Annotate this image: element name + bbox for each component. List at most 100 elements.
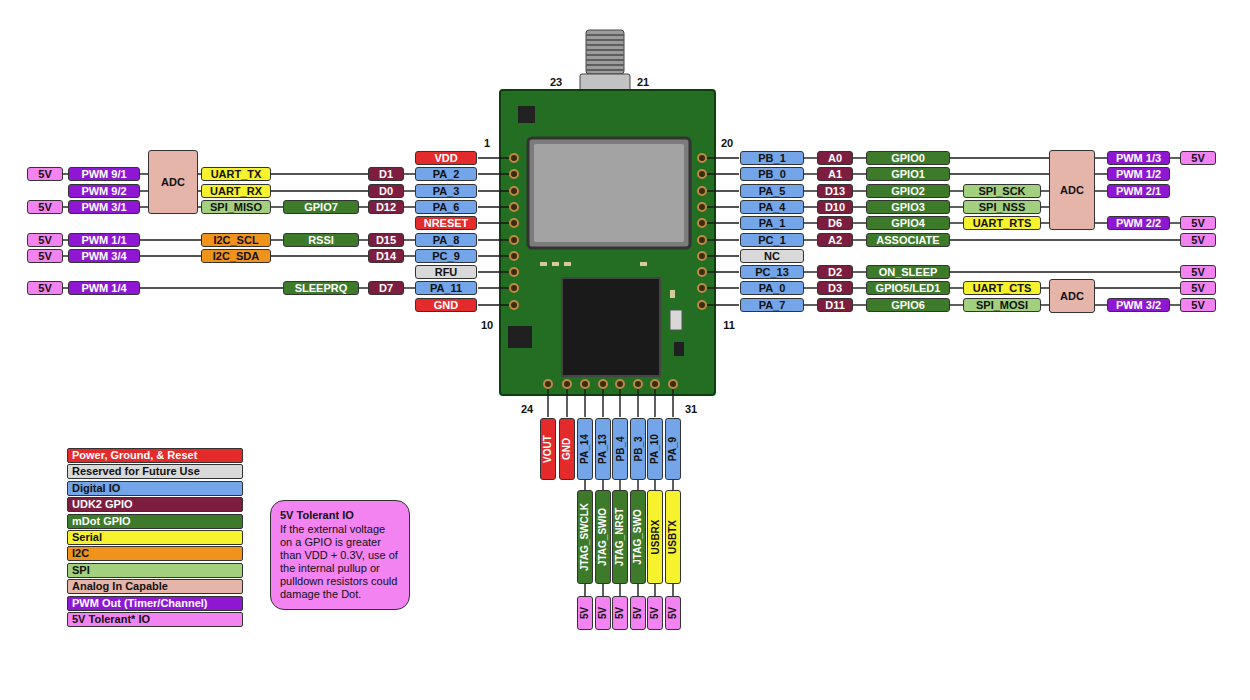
box-text: 5V Tolerant IO	[280, 509, 400, 522]
box-text: PWM 1/1	[81, 234, 126, 247]
box-text: ADC	[161, 176, 185, 189]
box-text: JTAG_SWIO	[597, 508, 609, 566]
signal-line	[804, 190, 817, 191]
box-text: GPIO0	[891, 152, 925, 165]
box-text: UART_RX	[210, 185, 262, 198]
box-text: PB_0	[758, 168, 786, 181]
pwm-box: PWM 3/1	[68, 200, 140, 214]
mdot-gpio-box: GPIO4	[866, 216, 950, 230]
pin-pad	[510, 236, 518, 244]
power-pin-box: NRESET	[415, 216, 477, 230]
legend-text: Power, Ground, & Reset	[72, 449, 197, 462]
signal-line	[404, 255, 415, 256]
reserved-pin-box: NC	[740, 249, 804, 263]
signal-line	[404, 206, 415, 207]
mdot-gpio-box: GPIO0	[866, 151, 950, 165]
pwm-box: PWM 9/2	[68, 184, 140, 198]
udk2-gpio-box: A2	[817, 233, 853, 247]
box-text: D6	[828, 217, 842, 230]
header-pins	[510, 154, 706, 388]
smd-part	[552, 262, 559, 266]
legend-text: I2C	[72, 547, 89, 560]
box-text: RFU	[435, 266, 458, 279]
pin-number: 20	[721, 137, 733, 149]
pin-pad	[634, 380, 642, 388]
pwm-box: PWM 2/2	[1107, 216, 1170, 230]
tolerant-5v-box: 5V	[630, 596, 646, 630]
tolerant-5v-box: 5V	[1180, 151, 1216, 165]
box-text: PA_0	[759, 282, 786, 295]
digital-io-box: PA_10	[647, 418, 663, 480]
signal-line	[404, 239, 415, 240]
signal-line	[140, 206, 148, 207]
box-text: A1	[828, 168, 842, 181]
mdot-gpio-box: RSSI	[283, 233, 359, 247]
power-pin-box: GND	[559, 418, 575, 480]
box-text: 5V	[1191, 299, 1204, 312]
power-pin-box: GND	[415, 298, 477, 312]
module-board	[500, 90, 715, 395]
pin-pad	[698, 170, 706, 178]
box-text: D14	[376, 250, 396, 263]
pin-pad	[698, 268, 706, 276]
box-text: D3	[828, 282, 842, 295]
box-text: PWM 3/4	[81, 250, 126, 263]
box-text: SPI_SCK	[978, 185, 1025, 198]
pin-pad	[510, 284, 518, 292]
signal-line	[359, 239, 368, 240]
box-text: 5V	[632, 607, 644, 619]
tolerant-5v-box: 5V	[647, 596, 663, 630]
shield-top	[534, 144, 684, 242]
pin-pad	[698, 236, 706, 244]
i2c-box: I2C_SDA	[201, 249, 271, 263]
udk2-gpio-box: D12	[368, 200, 404, 214]
box-text: 5V	[38, 234, 51, 247]
pin-pad	[698, 301, 706, 309]
box-text: PB_4	[614, 436, 626, 461]
legend-swatch: Serial	[67, 530, 243, 545]
signal-line	[1170, 222, 1180, 223]
legend-text: Serial	[72, 531, 102, 544]
box-text: VOUT	[542, 435, 554, 463]
signal-line	[1041, 304, 1049, 305]
spi-box: SPI_MISO	[201, 200, 271, 214]
box-text: GPIO6	[891, 299, 925, 312]
pin-lead	[548, 389, 673, 417]
mdot-gpio-box: GPIO5/LED1	[866, 281, 950, 295]
pin-pad	[510, 219, 518, 227]
signal-line	[584, 584, 585, 596]
box-text: SPI_MOSI	[976, 299, 1028, 312]
pin-pad	[698, 154, 706, 162]
signal-line	[140, 239, 201, 240]
pwm-box: PWM 2/1	[1107, 184, 1170, 198]
serial-box: USBRX	[647, 490, 663, 584]
signal-line	[804, 304, 817, 305]
box-text: D7	[379, 282, 393, 295]
tolerant-5v-box: 5V	[27, 233, 63, 247]
signal-line	[853, 304, 866, 305]
box-text: PA_11	[430, 282, 462, 295]
box-text: UART_RTS	[973, 217, 1032, 230]
box-text: GPIO1	[891, 168, 925, 181]
box-text: PA_1	[759, 217, 786, 230]
signal-line	[584, 480, 585, 490]
mdot-gpio-box: GPIO7	[283, 200, 359, 214]
box-text: PC_13	[755, 266, 789, 279]
signal-line	[1095, 304, 1107, 305]
signal-line	[1041, 287, 1049, 288]
serial-box: UART_RTS	[963, 216, 1041, 230]
signal-line	[853, 173, 866, 174]
digital-io-box: PA_14	[577, 418, 593, 480]
signal-line	[619, 584, 620, 596]
legend-swatch: I2C	[67, 546, 243, 561]
box-text: D0	[379, 185, 393, 198]
signal-line	[637, 480, 638, 490]
signal-line	[1041, 222, 1049, 223]
signal-line	[359, 206, 368, 207]
pin-pad	[698, 219, 706, 227]
signal-line	[804, 271, 817, 272]
pwm-box: PWM 1/2	[1107, 167, 1170, 181]
udk2-gpio-box: D7	[368, 281, 404, 295]
signal-line	[654, 584, 655, 596]
